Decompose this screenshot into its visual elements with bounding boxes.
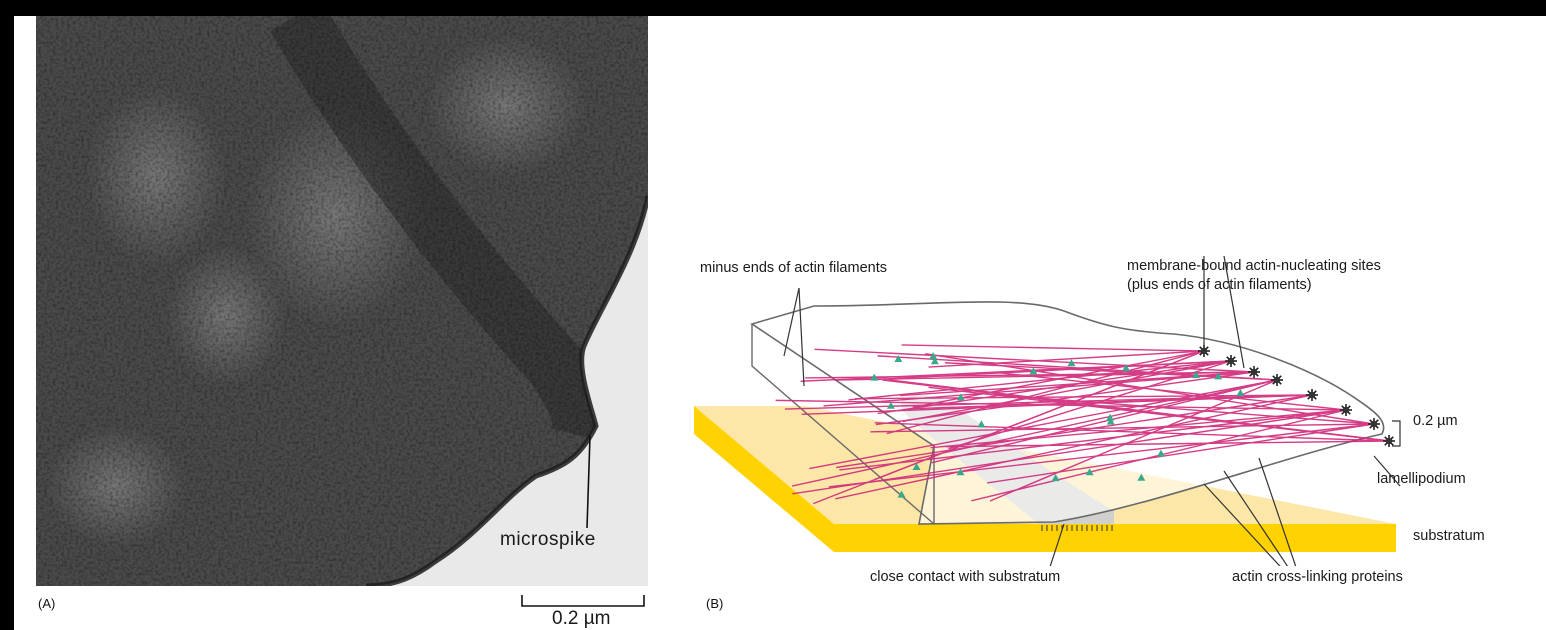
actin-filament bbox=[944, 362, 1278, 381]
panel-a-label: (A) bbox=[38, 596, 56, 611]
nucleating-site bbox=[1368, 418, 1380, 430]
crosslinker bbox=[1106, 413, 1115, 421]
actin-filament bbox=[902, 360, 1232, 423]
nucleating-site bbox=[1271, 374, 1283, 386]
actin-filament bbox=[809, 379, 1278, 470]
crosslinker bbox=[956, 468, 965, 476]
actin-filament bbox=[875, 371, 1255, 426]
nucleating-site bbox=[1306, 389, 1318, 401]
scale-bar bbox=[521, 595, 645, 607]
crosslinking-proteins-label: actin cross-linking proteins bbox=[1232, 569, 1403, 585]
crosslinker bbox=[1236, 389, 1245, 397]
lamellipodium-diagram bbox=[694, 255, 1401, 566]
nucleating-site bbox=[1248, 366, 1260, 378]
crosslinker bbox=[1029, 367, 1038, 375]
crosslinker bbox=[1137, 473, 1146, 481]
nucleating-site bbox=[1340, 404, 1352, 416]
actin-filament bbox=[989, 379, 1278, 502]
thickness-label: 0.2 µm bbox=[1413, 413, 1458, 429]
actin-filament bbox=[882, 379, 1390, 442]
actin-filament bbox=[874, 422, 1390, 442]
nucleating-sites-label-1: membrane-bound actin-nucleating sites bbox=[1127, 258, 1381, 274]
figure-frame: microspike (A) 0.2 µm bbox=[14, 16, 1546, 630]
actin-crosslinkers bbox=[870, 352, 1245, 498]
actin-filament bbox=[784, 394, 1313, 410]
crosslinker bbox=[1106, 417, 1115, 425]
nucleating-sites-label-2: (plus ends of actin filaments) bbox=[1127, 277, 1312, 293]
actin-filament bbox=[834, 371, 1255, 381]
crosslinker bbox=[1051, 474, 1060, 482]
nucleating-site bbox=[1225, 355, 1237, 367]
nucleating-site bbox=[1383, 435, 1395, 447]
microspike-label: microspike bbox=[500, 529, 596, 550]
actin-filament bbox=[874, 350, 1205, 480]
crosslinker bbox=[956, 393, 965, 401]
scale-bar-label: 0.2 µm bbox=[552, 608, 611, 629]
substratum-side bbox=[834, 524, 1396, 552]
nucleating-site bbox=[1198, 345, 1210, 357]
crosslinker bbox=[929, 352, 938, 360]
actin-filament bbox=[945, 440, 1390, 448]
crosslinker bbox=[930, 357, 939, 365]
actin-filament bbox=[836, 394, 1313, 469]
close-contact-label: close contact with substratum bbox=[870, 569, 1061, 585]
microspike-pointer bbox=[586, 435, 591, 529]
actin-filament bbox=[835, 394, 1313, 500]
actin-filament bbox=[823, 371, 1255, 407]
crosslinker bbox=[912, 463, 921, 471]
crosslinker bbox=[894, 354, 903, 362]
crosslinker bbox=[1085, 468, 1094, 476]
crosslinker bbox=[1122, 364, 1131, 372]
panel-b-label: (B) bbox=[706, 596, 724, 611]
leader-lines bbox=[783, 255, 1401, 566]
crosslinker bbox=[977, 420, 986, 428]
actin-filament bbox=[901, 344, 1205, 352]
nucleating-sites bbox=[1198, 345, 1395, 447]
minus-ends-label: minus ends of actin filaments bbox=[700, 260, 887, 276]
crosslinker bbox=[1067, 359, 1076, 367]
crosslinker bbox=[897, 490, 906, 498]
crosslinker bbox=[886, 401, 895, 409]
crosslinker bbox=[870, 373, 879, 381]
actin-filament bbox=[775, 399, 1347, 411]
actin-filament bbox=[848, 360, 1232, 401]
crosslinker bbox=[1156, 449, 1165, 457]
crosslinker bbox=[1192, 371, 1201, 379]
lamellipodium-label: lamellipodium bbox=[1377, 471, 1466, 487]
actin-filament bbox=[870, 423, 1375, 433]
micrograph bbox=[36, 16, 648, 586]
crosslinker bbox=[1214, 372, 1223, 380]
substratum-label: substratum bbox=[1413, 528, 1485, 544]
actin-filament bbox=[987, 423, 1375, 484]
contact-ticks bbox=[1041, 525, 1113, 531]
substratum-front bbox=[694, 406, 834, 552]
actin-filament bbox=[931, 379, 1278, 464]
actin-filament bbox=[828, 423, 1375, 488]
